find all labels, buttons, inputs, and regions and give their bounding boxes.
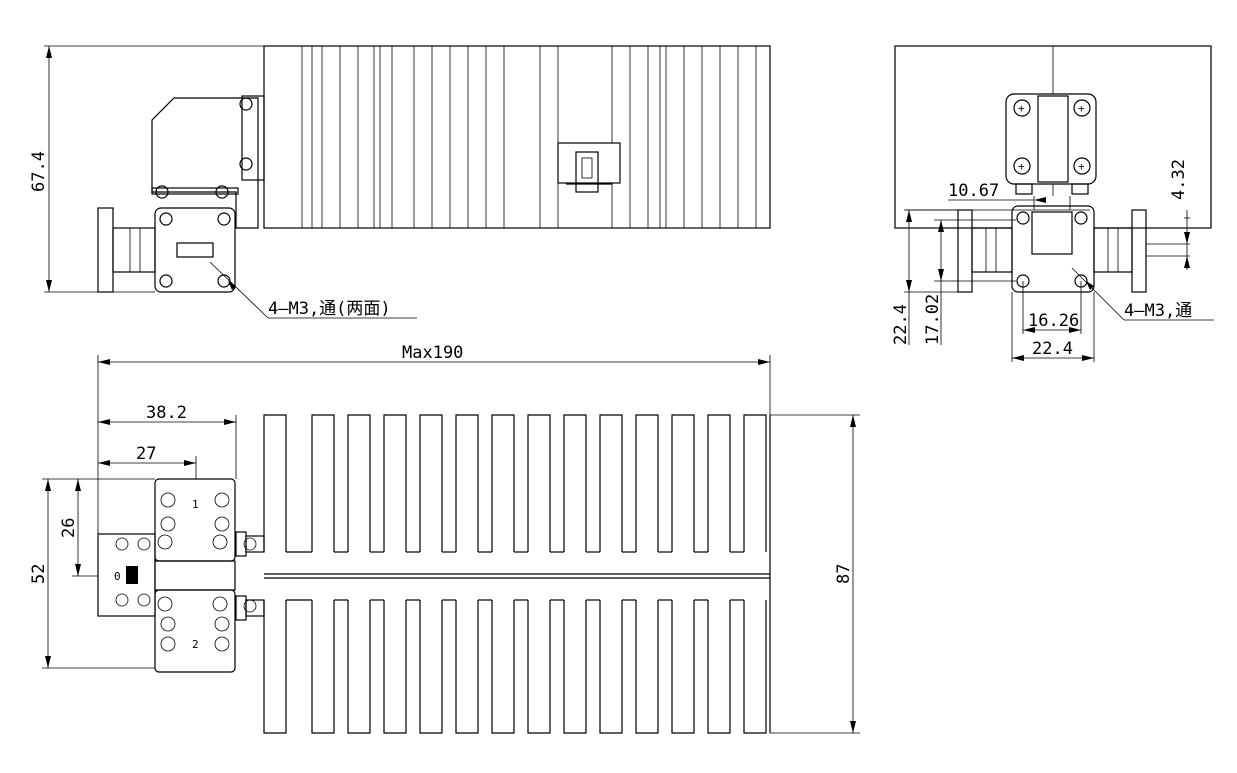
- heatsink-fin: [671, 600, 695, 734]
- top-dim-38-2: 38.2: [146, 403, 187, 423]
- side-dim-16-26: 16.26: [1028, 311, 1079, 331]
- svg-text:+: +: [1078, 160, 1085, 173]
- top-dim-max190: Max190: [402, 343, 463, 363]
- port-label-1: 1: [192, 498, 199, 511]
- front-heatsink-fins: [301, 46, 757, 228]
- svg-text:+: +: [1018, 160, 1025, 173]
- heatsink-fin: [383, 600, 407, 734]
- heatsink-fin: [263, 414, 287, 552]
- heatsink-fin: [263, 600, 287, 734]
- front-center-component: [557, 142, 621, 184]
- heatsink-fin: [743, 414, 767, 552]
- side-dim-22-4-left: 22.4: [891, 304, 911, 345]
- front-callout-label: 4—M3,通(两面): [268, 299, 391, 319]
- heatsink-fin: [311, 414, 335, 552]
- side-flange: [1011, 205, 1095, 293]
- heatsink-fin: [419, 600, 443, 734]
- top-dim-27: 27: [136, 444, 156, 464]
- heatsink-fin: [347, 414, 371, 552]
- port-label-0: 0: [114, 570, 121, 583]
- center-connector-icon: [126, 566, 138, 584]
- front-view: 4—M3,通(两面) 67.4: [29, 45, 771, 319]
- svg-text:+: +: [1078, 102, 1085, 115]
- heatsink-fin: [707, 600, 731, 734]
- side-view: + + + + 10.67 4.32 22.4: [891, 45, 1214, 362]
- heatsink-fin: [419, 414, 443, 552]
- heatsink-fin: [563, 600, 587, 734]
- heatsink-fin: [347, 600, 371, 734]
- heatsink-fin: [599, 414, 623, 552]
- front-height-label: 67.4: [29, 151, 49, 192]
- top-dim-26: 26: [59, 518, 79, 538]
- port-label-2: 2: [192, 638, 199, 651]
- heatsink-fin: [671, 414, 695, 552]
- top-dim-87: 87: [834, 564, 854, 584]
- top-heatsink-fins: [263, 414, 771, 733]
- heatsink-fin: [491, 600, 515, 734]
- heatsink-fin: [491, 414, 515, 552]
- heatsink-fin: [743, 600, 767, 734]
- heatsink-fin: [455, 414, 479, 552]
- side-dim-10-67: 10.67: [948, 181, 999, 201]
- side-dim-17-02: 17.02: [923, 294, 943, 345]
- screw-icons: [115, 492, 257, 652]
- heatsink-fin: [599, 600, 623, 734]
- front-flange: [154, 207, 236, 293]
- front-waveguide-body: [151, 97, 259, 229]
- bottom-heatsink-fins: [263, 599, 767, 734]
- top-dim-52: 52: [29, 564, 49, 584]
- heatsink-fin: [383, 414, 407, 552]
- heatsink-fin: [311, 600, 335, 734]
- heatsink-fin: [527, 600, 551, 734]
- heatsink-fin: [527, 414, 551, 552]
- heatsink-fin: [635, 600, 659, 734]
- side-dim-4-32: 4.32: [1169, 159, 1189, 200]
- side-dim-22-4-bottom: 22.4: [1032, 339, 1073, 359]
- heatsink-fin: [707, 414, 731, 552]
- heatsink-fin: [635, 414, 659, 552]
- svg-text:+: +: [1018, 102, 1025, 115]
- heatsink-fin: [563, 414, 587, 552]
- heatsink-fin: [455, 600, 479, 734]
- side-callout-label: 4—M3,通: [1124, 301, 1192, 321]
- top-view: 1 0 2 Max190 38.2 27 26 52: [29, 343, 860, 734]
